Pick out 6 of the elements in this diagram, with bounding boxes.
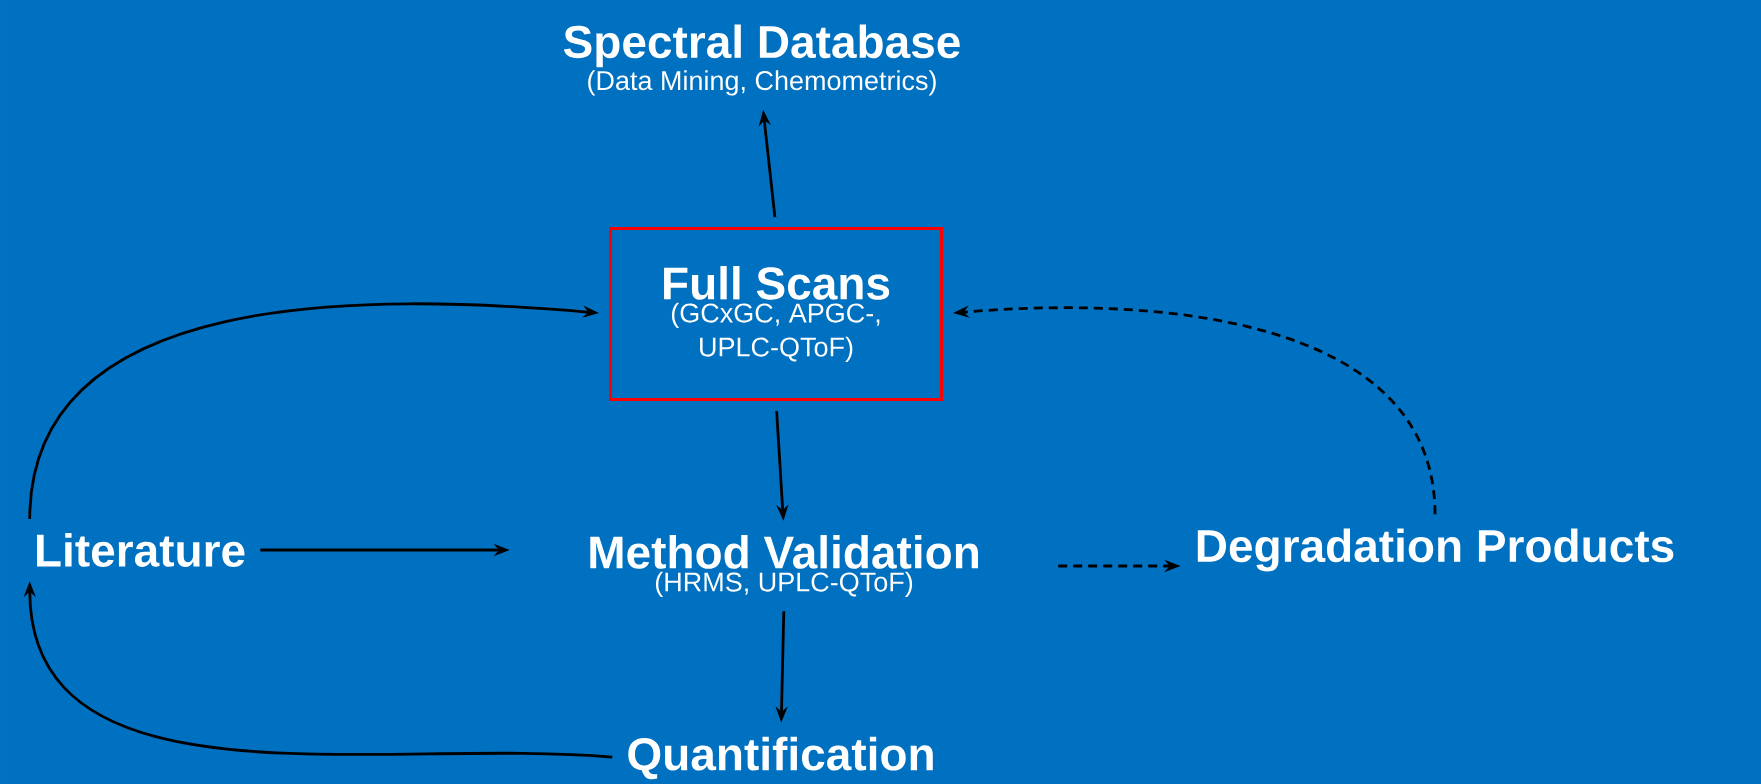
heading-text: Literature: [37, 533, 245, 567]
process-box: Full Scans (GCxGC, APGC-, UPLC-QToF): [609, 227, 943, 401]
heading-text: Quantification: [628, 736, 933, 780]
heading-text: Degradation Products: [1197, 528, 1674, 572]
heading-text: Method Validation (HRMS, UPLC-QToF): [590, 535, 978, 597]
heading-text: Spectral Database (Data Mining, Chemometrics): [563, 24, 960, 96]
